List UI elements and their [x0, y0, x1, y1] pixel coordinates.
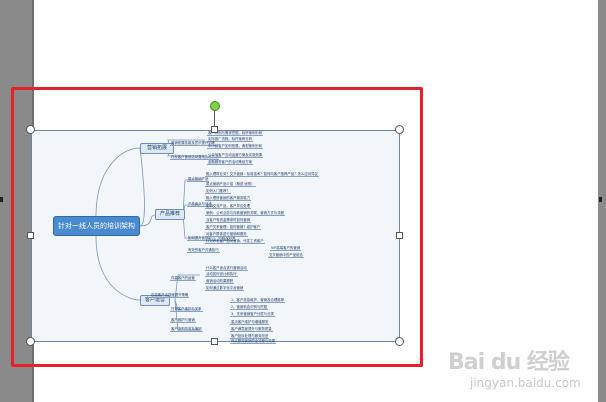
mindmap-central-topic: 针对一线人员的培训架构: [53, 216, 140, 236]
leaf: 存量客户活跃度提升策略: [150, 293, 190, 298]
leaf: 营销拓展技能及意识提升训练: [170, 141, 217, 146]
connector-leaf: [182, 179, 203, 216]
leaf: 日常客户维护与关系: [170, 307, 203, 312]
resize-handle-left[interactable]: [27, 232, 34, 239]
leaf: 重点营销产品: [187, 177, 210, 182]
resize-handle-top-right[interactable]: [395, 125, 404, 134]
leaf: 有效的客户沟通技巧: [187, 248, 220, 253]
leaf: 融入理财营销的客户服务能力: [205, 196, 252, 201]
leaf: 重点营销产品介绍（概述-优势）: [205, 182, 256, 187]
connector-branch-3: [95, 235, 141, 301]
leaf: 交叉营销中的产品组合: [268, 253, 304, 258]
connector-branch-2: [139, 214, 156, 227]
connector-leaf: [174, 299, 200, 331]
leaf: 网点服务营销的全流程与效果: [230, 339, 277, 344]
leaf: 1、客户信息维护、营销及合理推荐: [230, 298, 286, 303]
branch-products: 产品推荐: [155, 209, 185, 220]
leaf: 当客户有资金需求时如何营销: [205, 218, 252, 223]
resize-handle-right[interactable]: [396, 232, 403, 239]
leaf: 客户识别与需求挖掘，标杆案例分析: [207, 131, 264, 136]
leaf: 对客户群体进行营销和服务: [205, 232, 248, 237]
leaf: 重点客户维护与增值服务: [230, 320, 270, 325]
leaf: 如何入门推荐？: [205, 189, 231, 194]
leaf: 2、营销机会识别与挖掘: [230, 305, 269, 310]
leaf: 3、关系营销客户分层与分类: [230, 312, 275, 317]
resize-handle-top-left[interactable]: [26, 125, 35, 134]
leaf: 金融服务客户的活动策划方案: [207, 160, 254, 165]
leaf: 什么客户适合进行营销活动: [205, 266, 248, 271]
leaf: 公众号客户互动运营方案及实施效果: [207, 153, 264, 158]
connector-leaf: [174, 299, 200, 311]
leaf: 客户满意度提升与服务质量: [230, 327, 273, 332]
connector-leaf: [174, 274, 200, 301]
leaf: VIP高端客户的营销: [270, 246, 302, 251]
leaf: 如何交流产品，客户异议处理: [205, 204, 252, 209]
watermark-logo: Bai du 经验: [448, 350, 570, 375]
branch-customers: 客户运营: [140, 295, 170, 306]
baidu-watermark: Bai du 经验 jingyan.baidu.com: [448, 344, 598, 394]
resize-handle-bottom-left[interactable]: [26, 337, 35, 346]
page-edge-marker: [0, 197, 3, 202]
leaf: 在校客户营销活动落地执行方法: [170, 155, 220, 160]
highlight-box: [11, 87, 423, 367]
leaf: 活动如何设计和执行: [205, 272, 238, 277]
branch-marketing: 营销拓展: [140, 143, 174, 154]
leaf: 客户投诉处理与服务改进: [230, 334, 270, 339]
leaf: 营销活动效果跟踪: [205, 279, 235, 284]
leaf: 存量客户的运营: [170, 276, 196, 281]
leaf: 案例：公司业务与存款营销的关联、营销方式与流程: [205, 211, 285, 216]
watermark-url: jingyan.baidu.com: [470, 376, 581, 390]
leaf: 如何提升营销能力、问题及对策: [187, 236, 237, 241]
leaf: 如何通过数字化平台营销: [205, 286, 245, 291]
leaf: 客户维护与营销: [170, 318, 196, 323]
leaf: 客户流失防范及挽回: [170, 327, 203, 332]
leaf: 客户关系管理：如何营销？维护客户: [205, 225, 262, 230]
rotate-stem: [214, 110, 215, 127]
leaf: 实际推广流程，标杆案例分析: [207, 137, 254, 142]
rotate-handle[interactable]: [210, 101, 220, 111]
resize-handle-top[interactable]: [211, 126, 218, 133]
leaf: 针对养老客户如何营销，代发工资客户: [205, 239, 265, 244]
leaf: 融入理财业务？交叉营销：标准话术？如何向客户推荐产品？怎么应对异议: [205, 172, 319, 177]
connector-leaf: [182, 214, 200, 239]
leaf: 产品卖点与话术: [187, 202, 213, 207]
page-edge-marker: [599, 197, 602, 202]
connector-branch-1b: [95, 147, 141, 217]
resize-handle-bottom-right[interactable]: [395, 337, 404, 346]
leaf: 中小微客户如何拓展，典型案例分析: [207, 144, 264, 149]
resize-handle-bottom[interactable]: [211, 338, 218, 345]
